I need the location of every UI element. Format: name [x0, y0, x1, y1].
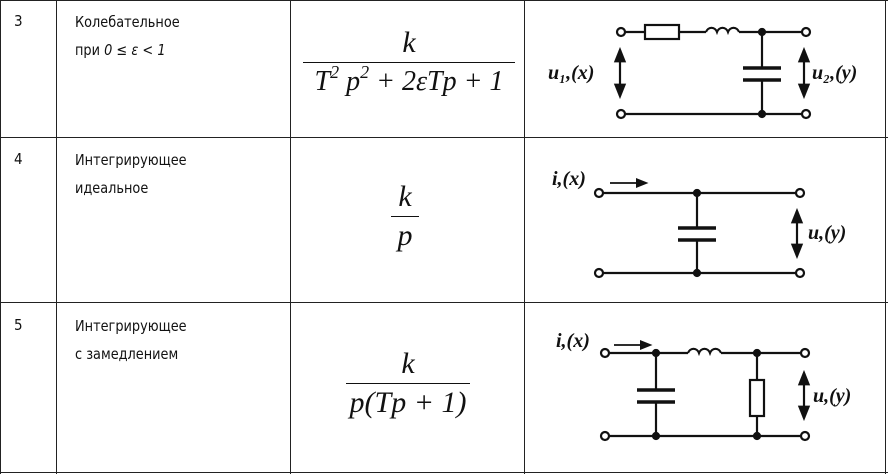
tf-denominator: T2 p2 + 2εTp + 1 — [314, 62, 504, 97]
inductor — [686, 347, 723, 357]
tf-numerator: k — [398, 180, 412, 213]
column-divider — [885, 0, 886, 474]
terminal — [799, 347, 811, 359]
link-name: Интегрирующее идеальное — [75, 146, 187, 202]
terminal — [615, 108, 627, 120]
row-number: 5 — [14, 316, 23, 334]
integrator-circuit — [593, 177, 806, 279]
terminal — [599, 347, 611, 359]
terminal — [800, 108, 812, 120]
tf-numerator: k — [402, 26, 416, 59]
transfer-function: k T2 p2 + 2εTp + 1 — [298, 26, 520, 99]
fraction-bar — [346, 383, 470, 384]
terminal — [593, 187, 605, 199]
input-label: i,(x) — [556, 330, 590, 352]
terminal — [794, 187, 806, 199]
fraction-bar — [391, 216, 419, 217]
condition-prefix: при — [75, 41, 105, 59]
tf-denominator: p(Tp + 1) — [349, 386, 467, 419]
row-number: 4 — [14, 150, 23, 168]
output-label: u,(y) — [813, 385, 851, 407]
rlc-circuit — [613, 23, 812, 120]
fraction-bar — [303, 62, 515, 63]
transfer-function: k p(Tp + 1) — [340, 347, 476, 420]
transfer-function: k p — [370, 180, 440, 253]
resistor — [643, 23, 681, 41]
inductor — [704, 26, 741, 36]
terminal — [593, 267, 605, 279]
link-name: Интегрирующее с замедлением — [75, 312, 187, 368]
column-divider — [0, 0, 1, 474]
row-divider — [0, 472, 888, 473]
column-divider — [56, 0, 57, 474]
row-number: 3 — [14, 12, 23, 30]
link-name-line1: Интегрирующее — [75, 151, 187, 169]
link-name-line2: при 0 ≤ ε < 1 — [75, 36, 180, 64]
output-label: u₂,(y) — [812, 62, 857, 84]
condition: 0 ≤ ε < 1 — [104, 41, 166, 59]
terminal — [615, 26, 627, 38]
tf-denominator: p — [397, 219, 413, 252]
link-name-line2: с замедлением — [75, 345, 179, 363]
output-label: u,(y) — [808, 222, 846, 244]
terminal — [799, 430, 811, 442]
row-divider — [0, 137, 888, 138]
terminal — [599, 430, 611, 442]
input-label: u₁,(x) — [548, 62, 594, 84]
link-name-line1: Интегрирующее — [75, 317, 187, 335]
row-divider — [0, 302, 888, 303]
link-name-line2: идеальное — [75, 179, 149, 197]
column-divider — [290, 0, 291, 474]
tf-numerator: k — [401, 347, 415, 380]
terminal — [800, 26, 812, 38]
column-divider — [524, 0, 525, 474]
terminal — [794, 267, 806, 279]
link-name: Колебательное при 0 ≤ ε < 1 — [75, 8, 180, 64]
link-name-line1: Колебательное — [75, 13, 180, 31]
input-label: i,(x) — [552, 168, 586, 190]
row-divider — [0, 0, 888, 1]
lag-integrator-circuit — [599, 339, 811, 442]
resistor — [748, 378, 766, 418]
